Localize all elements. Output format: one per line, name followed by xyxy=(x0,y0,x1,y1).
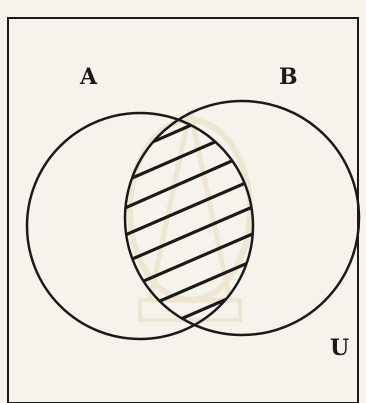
watermark-seal xyxy=(127,109,253,322)
set-b-label: B xyxy=(279,64,298,90)
set-a-label: A xyxy=(79,64,98,90)
set-a-circle xyxy=(25,111,255,341)
set-b-circle xyxy=(123,99,361,337)
universe-label: U xyxy=(330,335,349,361)
